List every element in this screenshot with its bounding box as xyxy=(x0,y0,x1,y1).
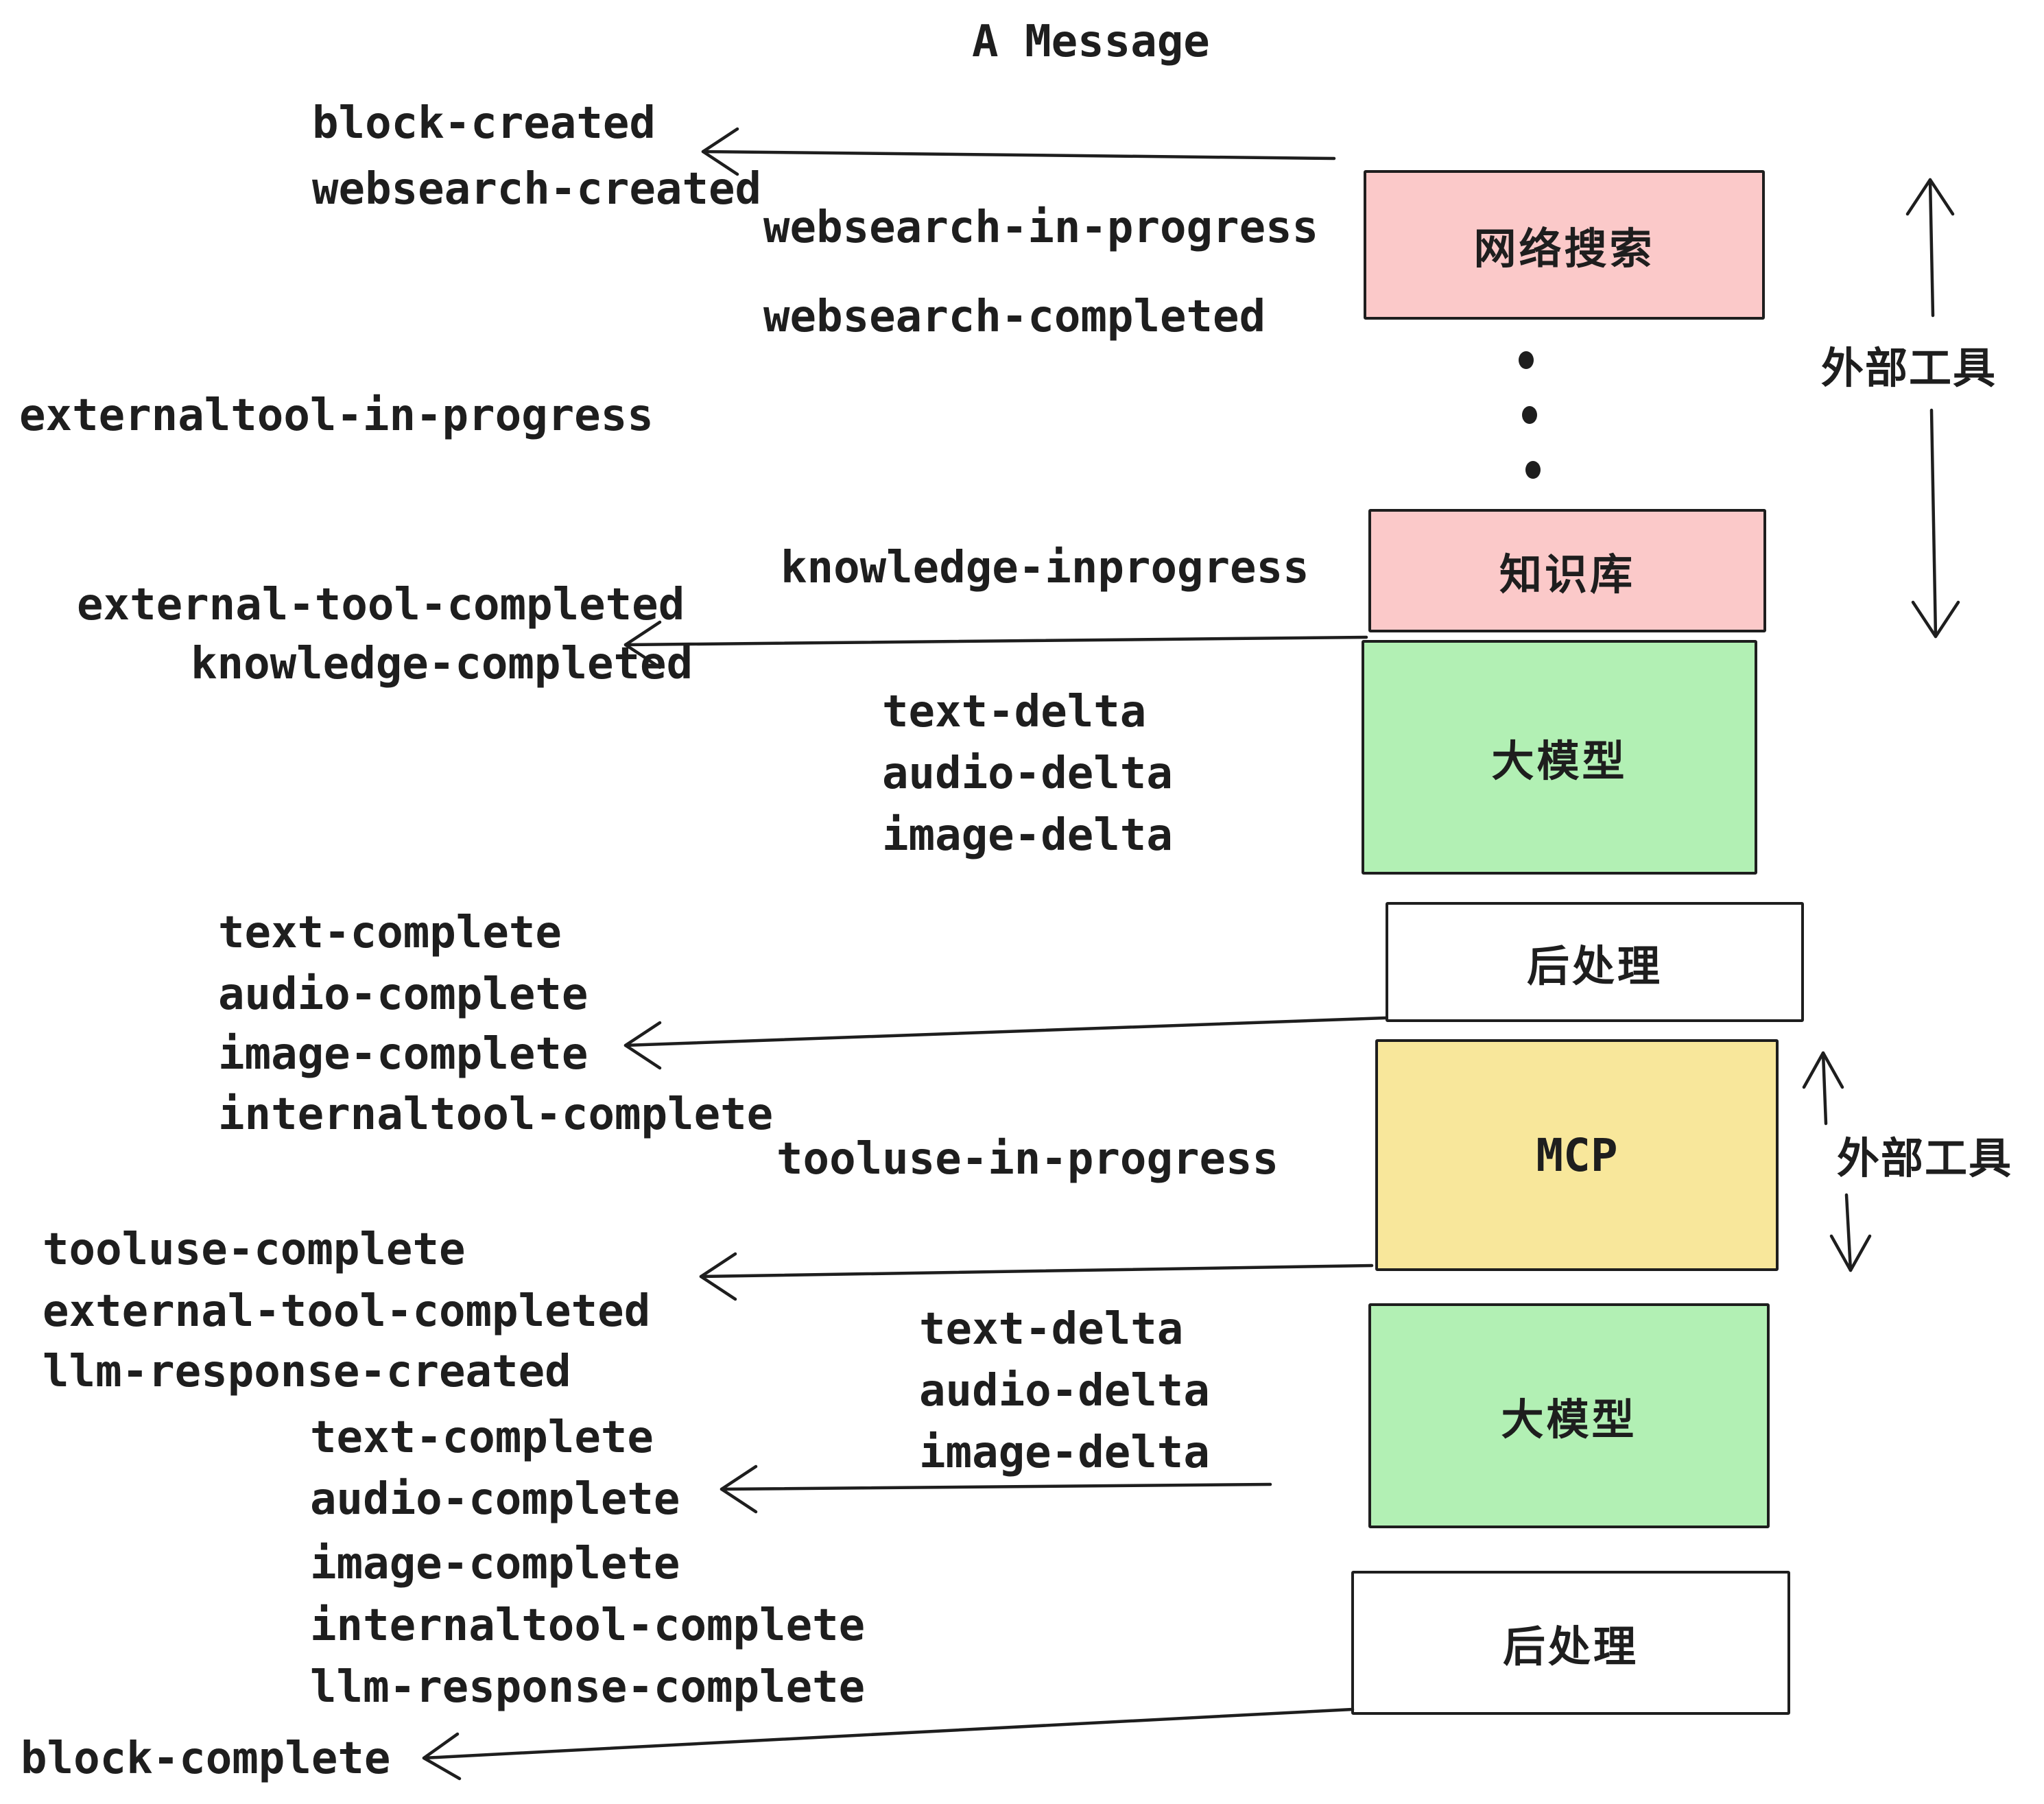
event-audio-delta: audio-delta xyxy=(882,748,1173,799)
knowledge-box-label: 知识库 xyxy=(1499,551,1635,599)
ellipsis-dot xyxy=(1519,351,1534,369)
event-image-complete: image-complete xyxy=(218,1029,589,1080)
arrow-websearch-to-created-events xyxy=(701,127,1336,176)
ellipsis-dot xyxy=(1522,406,1537,424)
page-title: A Message xyxy=(972,16,1210,67)
knowledge-box: 知识库 xyxy=(1368,509,1766,632)
event-external-tool-completed: external-tool-completed xyxy=(77,580,685,630)
post-process-box-2-label: 后处理 xyxy=(1502,1624,1639,1671)
event-audio-complete-2: audio-complete xyxy=(310,1474,680,1525)
event-knowledge-completed: knowledge-completed xyxy=(191,639,693,689)
event-websearch-in-progress: websearch-in-progress xyxy=(763,202,1319,253)
post-process-box-2: 后处理 xyxy=(1351,1571,1790,1715)
llm-box-2: 大模型 xyxy=(1368,1303,1770,1528)
event-knowledge-inprogress: knowledge-inprogress xyxy=(781,543,1309,593)
websearch-box: 网络搜索 xyxy=(1364,170,1765,320)
event-internaltool-complete: internaltool-complete xyxy=(218,1089,774,1140)
websearch-box-label: 网络搜索 xyxy=(1473,226,1655,273)
llm-box-1-label: 大模型 xyxy=(1491,738,1628,785)
post-process-box-1: 后处理 xyxy=(1386,902,1804,1022)
external-tools-span-arrow-down-1 xyxy=(1911,408,1960,639)
ellipsis-dot xyxy=(1525,461,1541,479)
llm-box-1: 大模型 xyxy=(1362,640,1757,875)
event-text-delta: text-delta xyxy=(882,687,1147,737)
event-text-delta-2: text-delta xyxy=(919,1304,1184,1355)
external-tools-span-arrow-down-2 xyxy=(1829,1193,1872,1272)
event-llm-response-created: llm-response-created xyxy=(43,1346,571,1397)
mcp-box-label: MCP xyxy=(1536,1128,1618,1182)
external-tools-span-arrow-up-2 xyxy=(1802,1051,1844,1126)
llm-box-2-label: 大模型 xyxy=(1501,1397,1637,1444)
arrow-knowledge-to-completed-events xyxy=(623,620,1368,669)
external-tools-label-1: 外部工具 xyxy=(1821,345,1997,392)
event-externaltool-in-progress: externaltool-in-progress xyxy=(19,390,654,441)
event-websearch-created: websearch-created xyxy=(312,164,762,215)
event-internaltool-complete-2: internaltool-complete xyxy=(310,1600,866,1651)
event-llm-response-complete: llm-response-complete xyxy=(310,1662,866,1713)
event-text-complete: text-complete xyxy=(218,907,562,958)
event-tooluse-complete: tooluse-complete xyxy=(43,1224,466,1275)
event-block-created: block-created xyxy=(312,98,656,149)
event-websearch-completed: websearch-completed xyxy=(763,292,1266,342)
arrow-mcp-to-tooluse-events xyxy=(699,1252,1374,1301)
event-audio-complete: audio-complete xyxy=(218,969,589,1020)
post-process-box-1-label: 后处理 xyxy=(1526,942,1663,990)
event-image-delta-2: image-delta xyxy=(919,1427,1210,1478)
event-external-tool-completed-2: external-tool-completed xyxy=(43,1286,651,1337)
event-block-complete: block-complete xyxy=(21,1733,391,1784)
arrow-postprocess2-to-block-complete xyxy=(422,1707,1355,1781)
event-audio-delta-2: audio-delta xyxy=(919,1366,1210,1416)
mcp-box: MCP xyxy=(1375,1039,1779,1271)
event-image-delta: image-delta xyxy=(882,810,1173,861)
event-image-complete-2: image-complete xyxy=(310,1539,680,1589)
external-tools-label-2: 外部工具 xyxy=(1837,1135,2013,1183)
event-text-complete-2: text-complete xyxy=(310,1412,654,1463)
event-tooluse-in-progress: tooluse-in-progress xyxy=(776,1134,1279,1185)
external-tools-span-arrow-up-1 xyxy=(1905,178,1955,318)
arrow-postprocess1-to-complete-events xyxy=(623,1016,1388,1070)
